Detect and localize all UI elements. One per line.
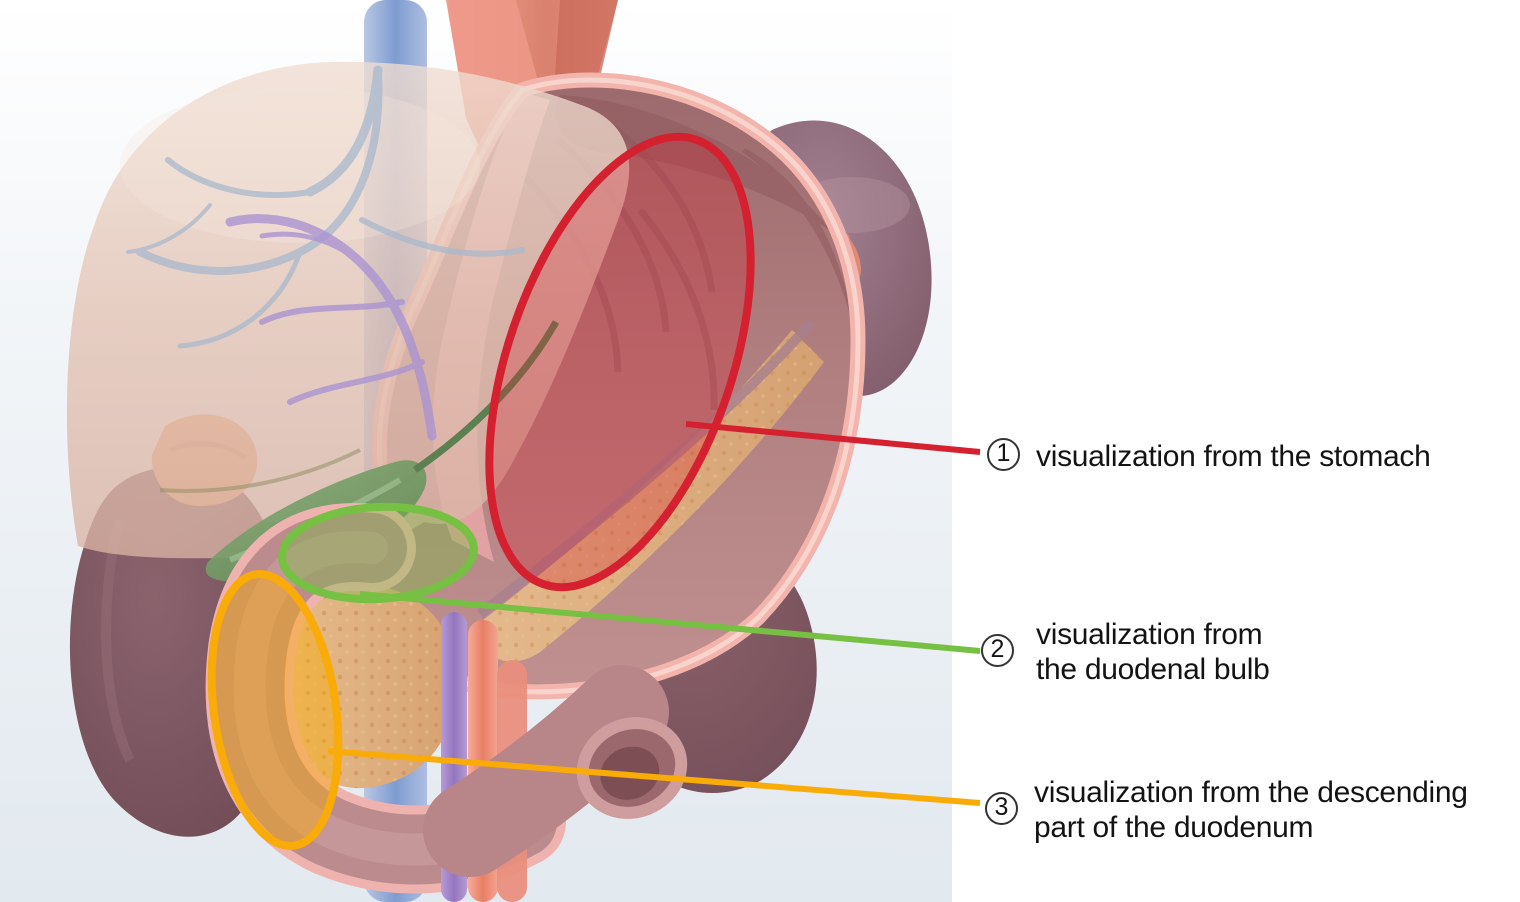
descending-duodenum-region-ellipse-fill <box>211 574 339 846</box>
duodenal-bulb-region-ellipse-fill <box>282 506 474 600</box>
hepatic-veins <box>126 65 525 349</box>
stomach-region-ellipse <box>485 132 755 592</box>
annotation-label-3: visualization from the descending part o… <box>1034 775 1468 845</box>
stomach-region-ellipse-fill <box>489 136 751 588</box>
annotation-label-2-line-1: visualization from <box>1036 618 1263 651</box>
annotation-number-2: 2 <box>981 634 1014 667</box>
annotation-label-3-line-1: visualization from the descending <box>1034 776 1468 809</box>
annotation-number-3: 3 <box>985 792 1018 825</box>
leader-line-3 <box>327 748 981 806</box>
annotation-label-2-line-2: the duodenal bulb <box>1036 653 1270 686</box>
annotation-number-1: 1 <box>987 438 1020 471</box>
descending-duodenum-region-ellipse <box>207 570 343 850</box>
leader-lines <box>327 421 981 806</box>
label-panel <box>952 0 1520 902</box>
leader-line-2 <box>359 591 981 654</box>
duodenal-bulb-region-ellipse <box>278 502 478 604</box>
annotation-label-3-line-2: part of the duodenum <box>1034 811 1314 844</box>
annotation-ellipses <box>207 132 755 850</box>
leader-line-1 <box>685 421 981 455</box>
portal-vein-branches <box>225 214 437 441</box>
annotation-label-1: visualization from the stomach <box>1036 439 1431 474</box>
annotation-label-2: visualization from the duodenal bulb <box>1036 617 1270 687</box>
annotation-label-1-line-1: visualization from the stomach <box>1036 440 1431 473</box>
